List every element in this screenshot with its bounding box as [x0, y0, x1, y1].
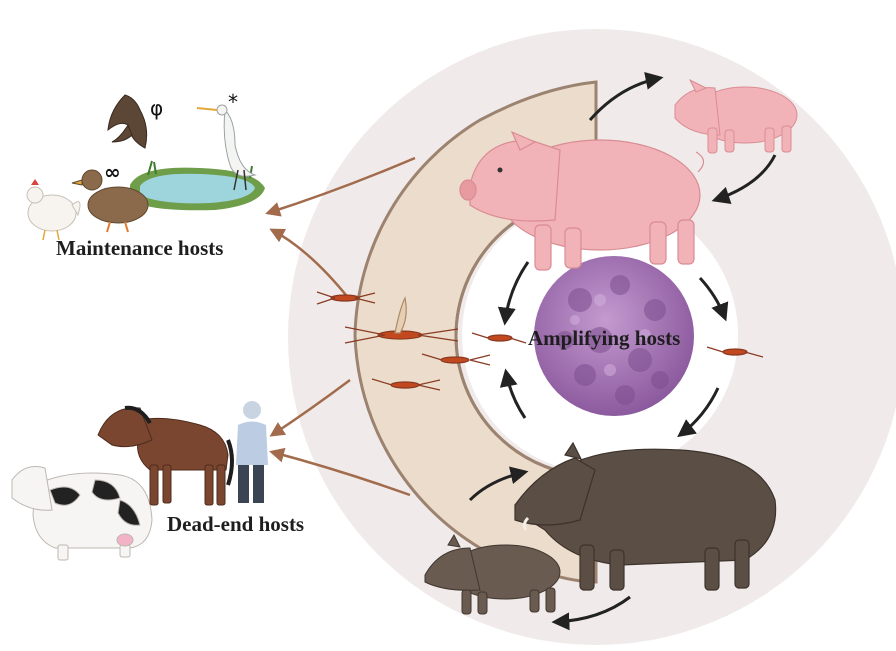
- cow-icon: [12, 467, 152, 561]
- amplifying-hosts-label: Amplifying hosts: [528, 326, 680, 351]
- egret-symbol: *: [228, 90, 238, 114]
- bat-symbol: φ: [150, 96, 163, 120]
- bat-icon: [108, 95, 147, 148]
- duck-symbol: ∞: [104, 160, 121, 184]
- human-icon: [236, 401, 268, 503]
- maintenance-hosts-label: Maintenance hosts: [56, 236, 223, 261]
- dead-end-hosts-label: Dead-end hosts: [167, 512, 304, 537]
- chicken-icon: [27, 179, 80, 240]
